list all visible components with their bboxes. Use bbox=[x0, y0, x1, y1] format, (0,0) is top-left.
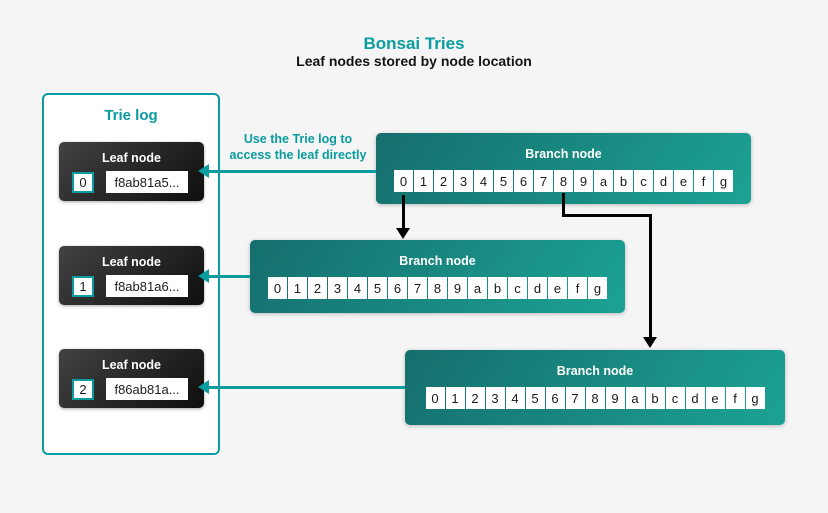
branch-cell: a bbox=[625, 387, 645, 409]
trie-log-title: Trie log bbox=[104, 107, 158, 124]
branch-cell: 6 bbox=[545, 387, 565, 409]
branch-cell: 2 bbox=[308, 277, 327, 299]
branch-cell: g bbox=[588, 277, 607, 299]
arrow-shaft-branch1-to-leaf0 bbox=[208, 169, 376, 173]
arrow-down-icon bbox=[643, 337, 657, 348]
branch-cell: 5 bbox=[494, 170, 513, 192]
branch-cell: 8 bbox=[554, 170, 573, 192]
branch-cell: c bbox=[634, 170, 653, 192]
leaf-node-label: Leaf node bbox=[101, 358, 162, 372]
leaf-node-card-0: Leaf node 0 f8ab81a5... bbox=[59, 142, 204, 201]
branch-cell: d bbox=[685, 387, 705, 409]
branch-cell: 6 bbox=[388, 277, 407, 299]
arrow-left-icon bbox=[198, 380, 209, 394]
branch-cell: f bbox=[725, 387, 745, 409]
branch-cell: a bbox=[594, 170, 613, 192]
branch-cell: 9 bbox=[605, 387, 625, 409]
branch-cell: 8 bbox=[428, 277, 447, 299]
branch-cell: 8 bbox=[585, 387, 605, 409]
branch-cell: 2 bbox=[434, 170, 453, 192]
leaf-index-box: 1 bbox=[72, 275, 94, 297]
branch-cell: 5 bbox=[525, 387, 545, 409]
leaf-index-box: 2 bbox=[72, 378, 94, 400]
branch-cell: 9 bbox=[574, 170, 593, 192]
branch-cell: 1 bbox=[288, 277, 307, 299]
arrow-shaft-cell8-horizontal bbox=[562, 214, 652, 217]
branch-cell: c bbox=[665, 387, 685, 409]
leaf-hash-box: f8ab81a5... bbox=[106, 171, 188, 193]
branch-cell: g bbox=[714, 170, 733, 192]
arrow-down-icon bbox=[396, 228, 410, 239]
branch-node-title: Branch node bbox=[399, 254, 476, 268]
leaf-node-label: Leaf node bbox=[101, 255, 162, 269]
branch-cell: 0 bbox=[394, 170, 413, 192]
arrow-shaft-branch3-to-leaf2 bbox=[208, 385, 405, 389]
leaf-row: 2 f86ab81a... bbox=[59, 378, 204, 400]
branch-cell: d bbox=[654, 170, 673, 192]
arrow-left-icon bbox=[198, 269, 209, 283]
branch-cell: 4 bbox=[474, 170, 493, 192]
branch-cell: 5 bbox=[368, 277, 387, 299]
branch-cell: 7 bbox=[408, 277, 427, 299]
branch-cell: g bbox=[745, 387, 765, 409]
leaf-node-card-1: Leaf node 1 f8ab81a6... bbox=[59, 246, 204, 305]
arrow-left-icon bbox=[198, 164, 209, 178]
leaf-node-label: Leaf node bbox=[101, 151, 162, 165]
leaf-row: 1 f8ab81a6... bbox=[59, 275, 204, 297]
leaf-hash-box: f86ab81a... bbox=[106, 378, 188, 400]
branch-cell: c bbox=[508, 277, 527, 299]
page-title: Bonsai Tries bbox=[363, 34, 465, 53]
branch-cell: 7 bbox=[565, 387, 585, 409]
branch-cell: 1 bbox=[414, 170, 433, 192]
leaf-node-card-2: Leaf node 2 f86ab81a... bbox=[59, 349, 204, 408]
arrow-shaft-cell8-to-branch3 bbox=[649, 214, 652, 338]
arrow-shaft-cell8-vertical bbox=[562, 193, 565, 217]
branch-cell: 1 bbox=[445, 387, 465, 409]
page-subtitle: Leaf nodes stored by node location bbox=[296, 53, 532, 69]
branch-cell: 7 bbox=[534, 170, 553, 192]
branch-cell: 0 bbox=[268, 277, 287, 299]
branch-cell: 3 bbox=[328, 277, 347, 299]
branch-cell: a bbox=[468, 277, 487, 299]
arrow-shaft-cell0-to-branch2 bbox=[402, 195, 405, 229]
branch-cell: f bbox=[568, 277, 587, 299]
branch-cell: e bbox=[674, 170, 693, 192]
branch-cell: 4 bbox=[505, 387, 525, 409]
leaf-row: 0 f8ab81a5... bbox=[59, 171, 204, 193]
branch-cell: e bbox=[548, 277, 567, 299]
arrow-shaft-branch2-to-leaf1 bbox=[208, 274, 250, 278]
branch-cell: d bbox=[528, 277, 547, 299]
branch-cell: 4 bbox=[348, 277, 367, 299]
branch-cell: b bbox=[645, 387, 665, 409]
branch-node-title: Branch node bbox=[556, 364, 634, 378]
branch-cell: 6 bbox=[514, 170, 533, 192]
branch-cell: b bbox=[488, 277, 507, 299]
branch-cell: b bbox=[614, 170, 633, 192]
leaf-hash-box: f8ab81a6... bbox=[106, 275, 188, 297]
branch-cell: 3 bbox=[485, 387, 505, 409]
branch-node-title: Branch node bbox=[525, 147, 602, 161]
branch-cell: 0 bbox=[425, 387, 445, 409]
branch-cell: f bbox=[694, 170, 713, 192]
annotation-text: Use the Trie log to access the leaf dire… bbox=[229, 132, 367, 162]
branch-cell: 9 bbox=[448, 277, 467, 299]
branch-cell: 3 bbox=[454, 170, 473, 192]
branch-cell: 2 bbox=[465, 387, 485, 409]
leaf-index-box: 0 bbox=[72, 171, 94, 193]
branch-cell: e bbox=[705, 387, 725, 409]
